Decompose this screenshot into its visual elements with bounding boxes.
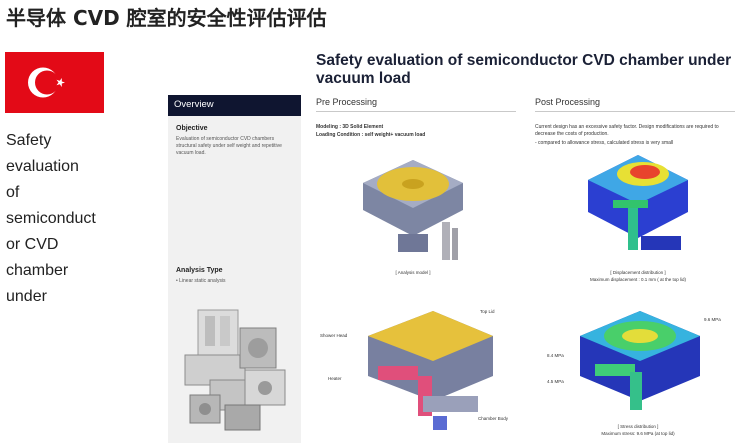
callout-heater: Heater [328,376,342,381]
stress-value: Maximum stress: 9.6 MPa (at top lid) [601,431,675,436]
overview-panel: Overview Objective Evaluation of semicon… [168,95,301,443]
displacement-caption: [ Displacement distribution ] [610,270,666,275]
equipment-render-image [184,309,286,431]
side-caption-line: Safety [6,132,52,149]
analysis-model-image [363,160,463,260]
callout-top-lid: Top Lid [480,309,495,314]
stress-label-low: 4.5 MPa [547,379,564,384]
modeling-text: Modeling : 3D Solid Element [316,124,384,130]
divider [316,111,516,112]
side-caption-line: of [6,184,20,201]
loading-text: Loading Condition : self weight+ vacuum … [316,132,426,138]
analysis-model-caption: [ Analysis model ] [395,270,431,275]
post-note: Current design has an excessive safety f… [535,124,719,137]
pre-processing-heading: Pre Processing [316,97,378,107]
post-processing-heading: Post Processing [535,97,601,107]
overview-header: Overview [168,95,301,116]
objective-text: Evaluation of semiconductor CVD chambers… [176,136,282,156]
side-caption-line: under [6,288,47,305]
side-caption-line: semiconduct [6,210,96,227]
displacement-value: Maximum displacement : 0.1 mm ( at the t… [589,277,687,282]
slide-image: Safety evaluation of semiconductor CVD c… [163,44,740,443]
analysis-type-heading: Analysis Type [176,267,223,274]
displacement-contour-image [588,155,688,250]
stress-contour-image [580,311,700,410]
side-caption-line: or CVD [6,236,59,253]
callout-chamber-body: Chamber Body [478,416,509,421]
divider [535,111,735,112]
stress-caption: [ Stress distribution ] [617,424,659,429]
side-caption: Safety evaluation of semiconduct or CVD … [6,128,116,310]
callout-shower-head: Shower Head [320,333,348,338]
page-title: 半导体 CVD 腔室的安全性评估评估 [6,6,327,30]
stress-label-mid: 8.4 MPa [547,353,564,358]
analysis-model-cutaway-image [368,311,493,430]
stress-label-max: 9.6 MPa [704,317,721,322]
side-caption-line: chamber [6,262,69,279]
analysis-type-text: • Linear static analysis [176,278,226,284]
objective-heading: Objective [176,125,208,132]
turkey-flag-icon [5,52,104,113]
slide-title: Safety evaluation of semiconductor CVD c… [316,52,732,87]
side-caption-line: evaluation [6,158,79,175]
post-subnote: - compared to allowance stress, calculat… [535,140,674,146]
